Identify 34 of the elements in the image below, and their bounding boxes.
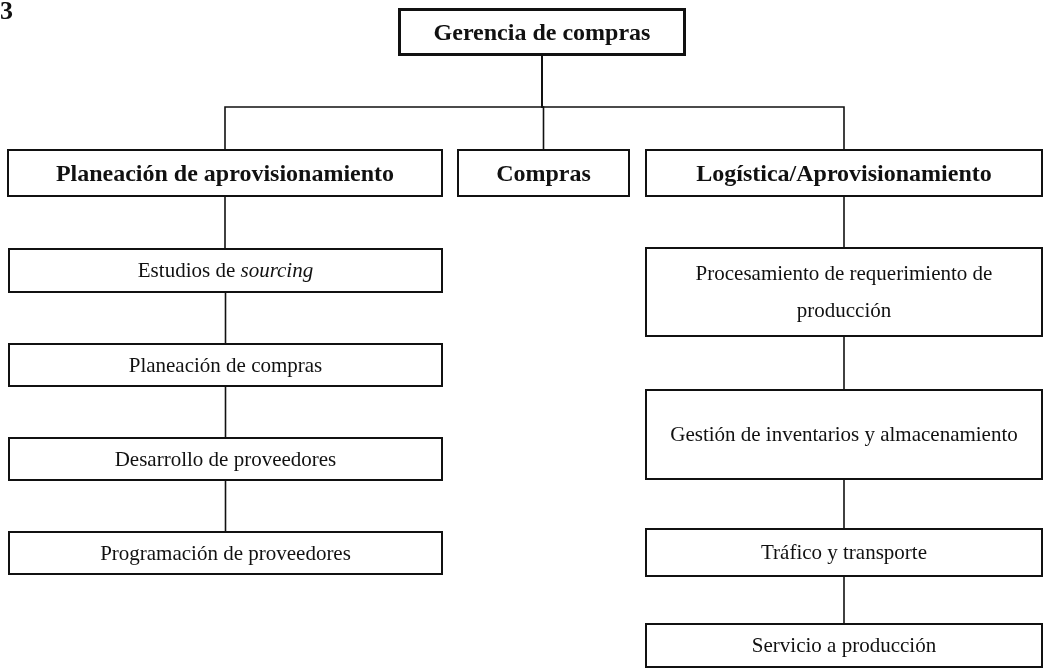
org-box [645,149,1043,197]
box-label: Programación de proveedores [100,539,351,567]
org-box [8,343,443,387]
connector-line [224,196,226,249]
box-label: Gestión de inventarios y almacenamiento [670,421,1018,449]
org-box [645,247,1043,337]
box-label: Logística/Aprovisionamiento [696,159,992,188]
org-box [645,528,1043,577]
box-label: Tráfico y transporte [761,539,927,567]
connector-line [224,480,227,532]
org-box [8,437,443,481]
box-label: Planeación de aprovisionamiento [55,159,395,188]
box-label: Procesamiento de requerimiento de producción [694,260,994,324]
connector-line [843,479,845,529]
org-box [457,149,630,197]
box-label: Gerencia de compras [433,18,651,47]
connector-line [843,336,845,390]
org-box [8,531,443,575]
connector-line [843,196,845,248]
org-box [398,8,686,56]
box-label: Desarrollo de proveedores [114,445,337,473]
org-box [7,149,443,197]
box-label: Planeación de compras [128,351,323,379]
box-label: Compras [496,159,591,188]
org-box [8,248,443,293]
connector-line [541,55,845,150]
figure-number: 3 [0,0,13,26]
connector-line [224,386,227,438]
org-box [645,389,1043,480]
box-label: Servicio a producción [751,632,937,660]
connector-line [224,292,227,344]
org-box [645,623,1043,668]
connector-line [843,576,845,624]
box-label: Estudios de sourcing [137,257,314,285]
